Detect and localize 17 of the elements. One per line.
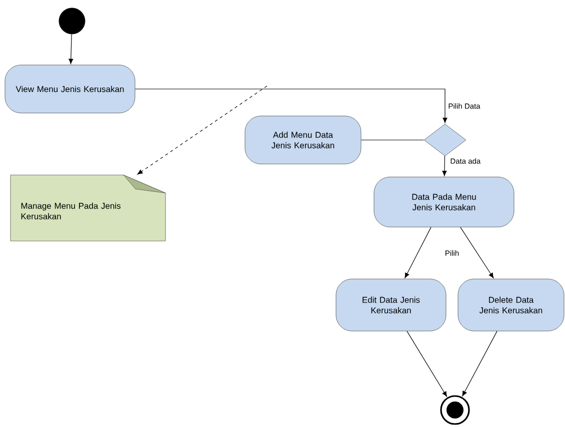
arrow <box>134 88 448 123</box>
decision-diamond <box>424 124 466 156</box>
activity-box: Add Menu Data Jenis Kerusakan <box>244 116 362 164</box>
note-box: Manage Menu Pada Jenis Kerusakan <box>10 174 166 242</box>
arrow <box>460 226 494 278</box>
arrow <box>442 156 447 176</box>
activity-box: Data Pada Menu Jenis Kerusakan <box>374 176 514 228</box>
end-dot <box>440 395 470 425</box>
arrow <box>137 86 268 174</box>
activity-box: Edit Data Jenis Kerusakan <box>336 278 446 332</box>
activity-box: Delete Data Jenis Kerusakan <box>458 278 564 332</box>
arrow <box>68 34 74 64</box>
arrow <box>406 330 448 397</box>
arrow <box>404 226 432 278</box>
arrow <box>462 330 498 396</box>
activity-box: View Menu Jenis Kerusakan <box>4 64 136 114</box>
start-dot <box>58 8 86 34</box>
